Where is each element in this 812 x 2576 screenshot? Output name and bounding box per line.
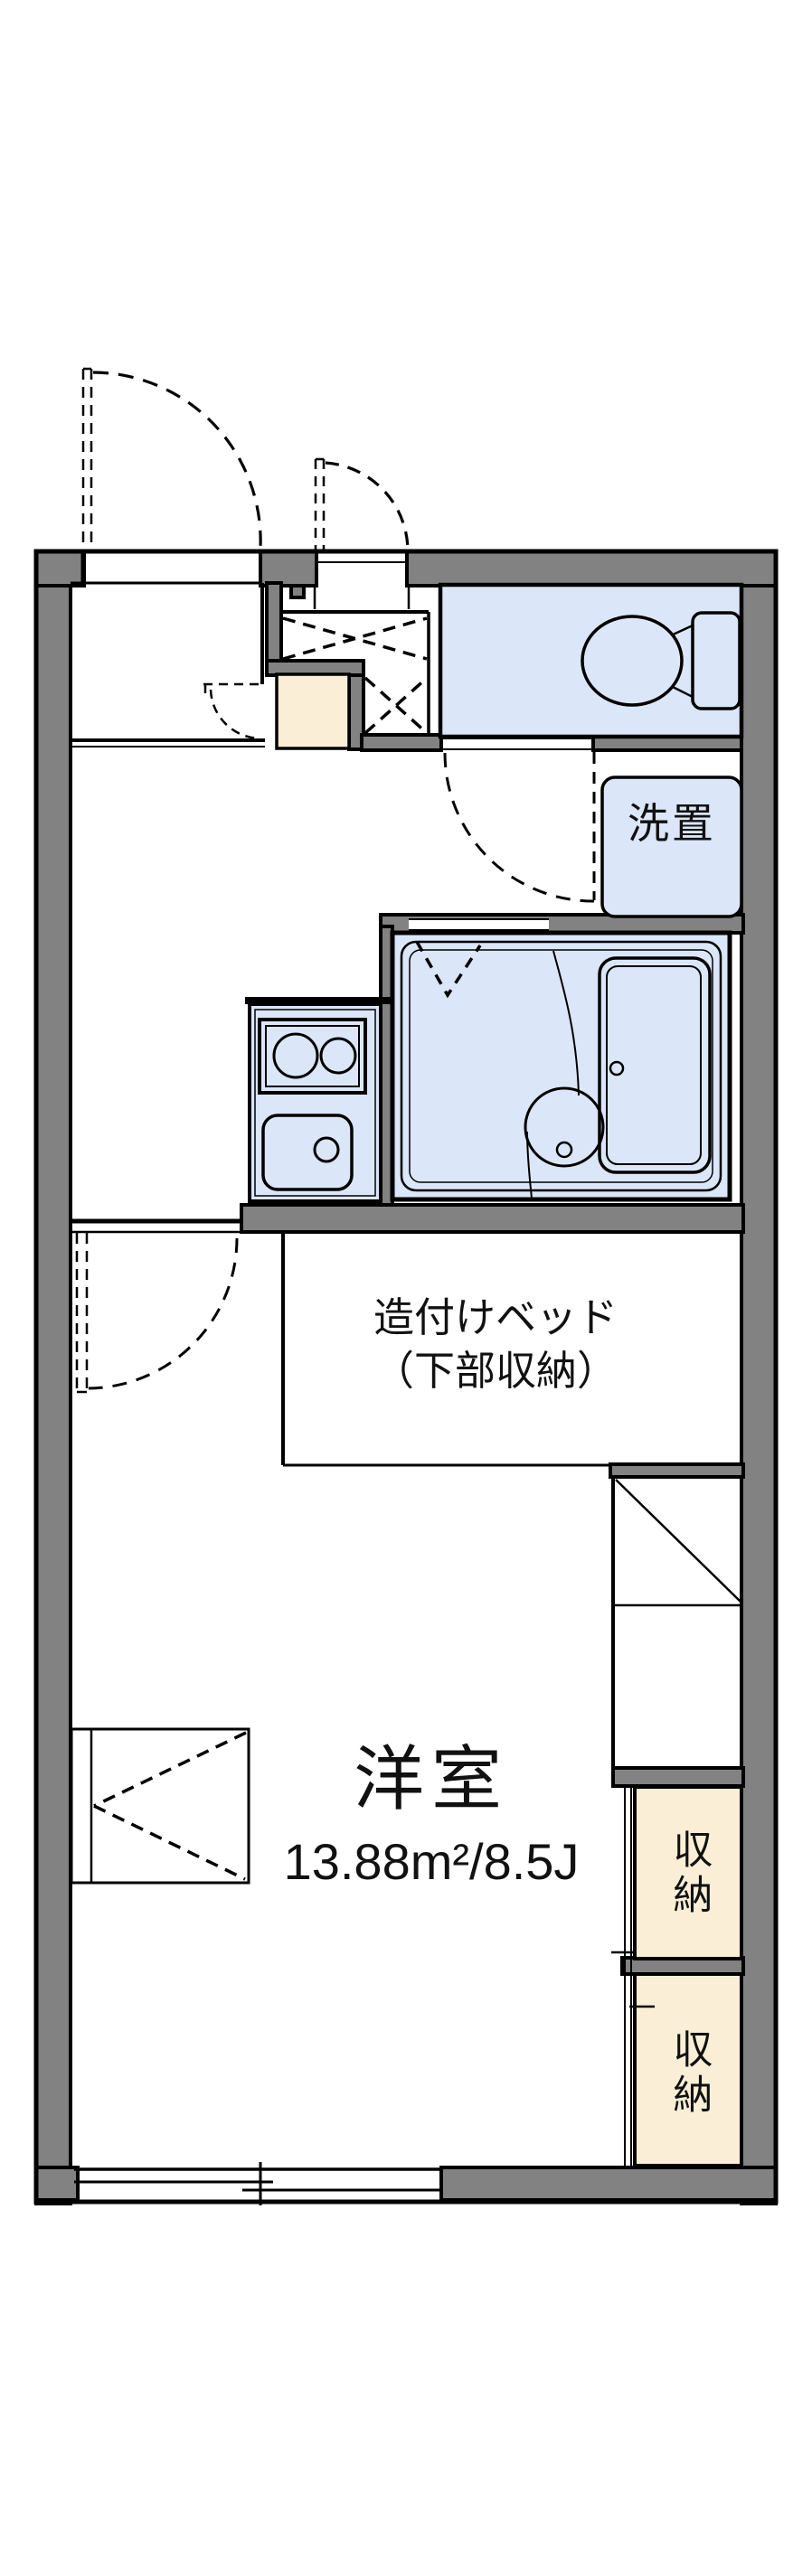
storage-hatch-icon	[282, 616, 429, 735]
toilet-icon	[581, 611, 741, 710]
window-box-icon	[70, 1727, 250, 1885]
room-door-swing-icon	[75, 1233, 239, 1394]
kitchen-unit	[248, 1002, 382, 1203]
alcove-diagonal	[615, 1479, 742, 1603]
outer-boundary	[33, 549, 779, 2205]
hall-room-wall	[72, 1218, 241, 1234]
bathtub-icon	[598, 956, 712, 1174]
toilet-door-swing-icon	[443, 752, 596, 903]
wall-alcove-bottom	[611, 1766, 745, 1788]
stove-icon	[258, 1018, 367, 1095]
bath-sink-icon	[524, 950, 605, 1199]
service-door-swing-icon	[314, 457, 410, 553]
wall-top-right	[405, 550, 778, 588]
closet-upper	[633, 1785, 743, 1960]
genkan-tile	[275, 672, 351, 750]
wall-entry-stub-1	[265, 581, 283, 671]
sink-icon	[261, 1114, 354, 1191]
bathroom-door-swing-icon	[415, 941, 482, 999]
wall-entry-stub-4	[360, 733, 443, 752]
storage-lower-label: 収納	[666, 2028, 712, 2119]
bathroom	[390, 930, 732, 1202]
entrance-door-swing-icon	[81, 367, 262, 550]
wall-bottom-right	[439, 2166, 778, 2202]
closet-sliding-doors	[611, 1787, 655, 2166]
kitchen-counter-edge	[245, 997, 402, 1004]
genkan-inner-door-swing-icon	[203, 682, 262, 740]
walls	[34, 550, 778, 2205]
wall-entry-tab	[289, 584, 306, 599]
laundry-label: 洗置	[628, 800, 716, 847]
wall-mid-band	[240, 1203, 745, 1234]
wall-right	[740, 550, 778, 2205]
washer-pan	[600, 776, 743, 918]
wall-top-mid-block	[259, 550, 318, 588]
wall-top-left-block	[34, 550, 86, 588]
storage-upper-label: 収納	[666, 1829, 712, 1919]
sliding-window-icon	[74, 2162, 443, 2205]
bathroom-door-threshold	[409, 918, 549, 931]
wall-alcove-top	[609, 1462, 745, 1479]
wall-left	[34, 550, 72, 2205]
genkan-area	[71, 551, 430, 747]
toilet-doorway-threshold	[443, 738, 593, 750]
bed-label-line1: 造付けベッド	[373, 1294, 618, 1340]
main-room-area: 13.88m²/8.5J	[283, 1833, 580, 1890]
refrigerator-alcove	[611, 1477, 742, 1768]
built-in-bed-area	[281, 1232, 610, 1467]
main-room-name: 洋室	[353, 1739, 509, 1819]
wall-bottom-left-block	[34, 2166, 80, 2202]
bed-label-line2: （下部収納）	[373, 1348, 618, 1394]
bed-label: 造付けベッド （下部収納）	[310, 1291, 681, 1397]
